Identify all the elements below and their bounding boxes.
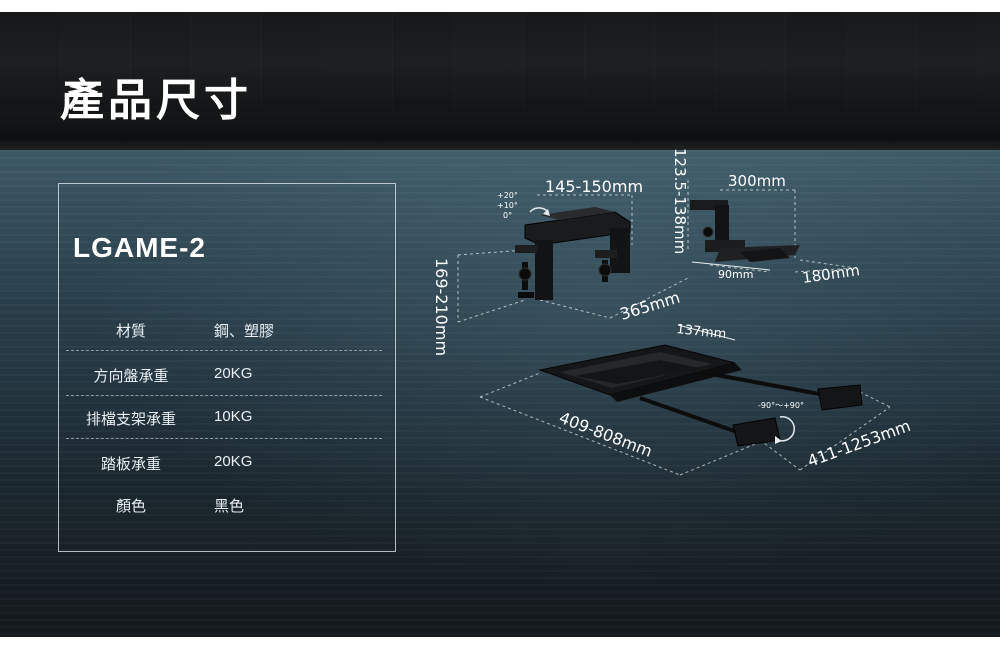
label-pedal-extend: 411-1253mm — [805, 416, 913, 471]
label-shifter-width: 300mm — [728, 172, 786, 190]
label-shifter-depth-b: 180mm — [801, 261, 861, 287]
spec-row-wheel-load: 方向盤承重 20KG — [66, 355, 382, 396]
label-tilt-b: +10° — [497, 201, 518, 210]
pedal-base-icon — [538, 344, 863, 447]
spec-row-material: 材質 鋼、塑膠 — [66, 310, 382, 351]
dimension-lines — [677, 261, 771, 341]
spec-row-shifter-load: 排檔支架承重 10KG — [66, 398, 382, 439]
model-name: LGAME-2 — [73, 232, 206, 263]
label-pedal-width: 137mm — [676, 322, 727, 342]
spec-value: 鋼、塑膠 — [214, 323, 275, 340]
dimension-labels: 145-150mm +20° +10° 0° 169-210mm 365mm 1… — [432, 148, 913, 471]
spec-value: 黑色 — [214, 498, 245, 515]
spec-row-color: 顏色 黑色 — [66, 485, 382, 525]
wheel-mount-icon — [515, 207, 631, 300]
label-pedal-rotate: -90°～+90° — [758, 401, 804, 410]
spec-label: 方向盤承重 — [93, 367, 169, 385]
spec-row-pedal-load: 踏板承重 20KG — [66, 443, 382, 483]
label-shifter-depth-a: 90mm — [718, 268, 753, 281]
page-title: 產品尺寸 — [60, 75, 252, 126]
spec-label: 踏板承重 — [100, 455, 161, 473]
background-shelf — [0, 112, 1000, 150]
spec-label: 顏色 — [115, 497, 146, 515]
spec-value: 20KG — [214, 365, 253, 382]
background-wall — [0, 12, 1000, 112]
spec-label: 排檔支架承重 — [85, 410, 176, 428]
label-tilt-a: +20° — [497, 191, 518, 200]
label-wheel-width: 145-150mm — [545, 177, 643, 196]
shifter-mount-icon — [690, 200, 800, 262]
label-wheel-height: 169-210mm — [432, 258, 451, 356]
spec-label: 材質 — [115, 322, 146, 340]
spec-value: 20KG — [214, 453, 253, 470]
spec-value: 10KG — [214, 408, 253, 425]
label-wheel-depth: 365mm — [618, 288, 683, 324]
dimension-guides — [457, 180, 891, 476]
label-tilt-c: 0° — [503, 211, 512, 220]
label-shifter-height: 123.5-138mm — [671, 148, 689, 254]
label-pedal-length: 409-808mm — [557, 408, 655, 461]
spec-table — [58, 183, 396, 552]
